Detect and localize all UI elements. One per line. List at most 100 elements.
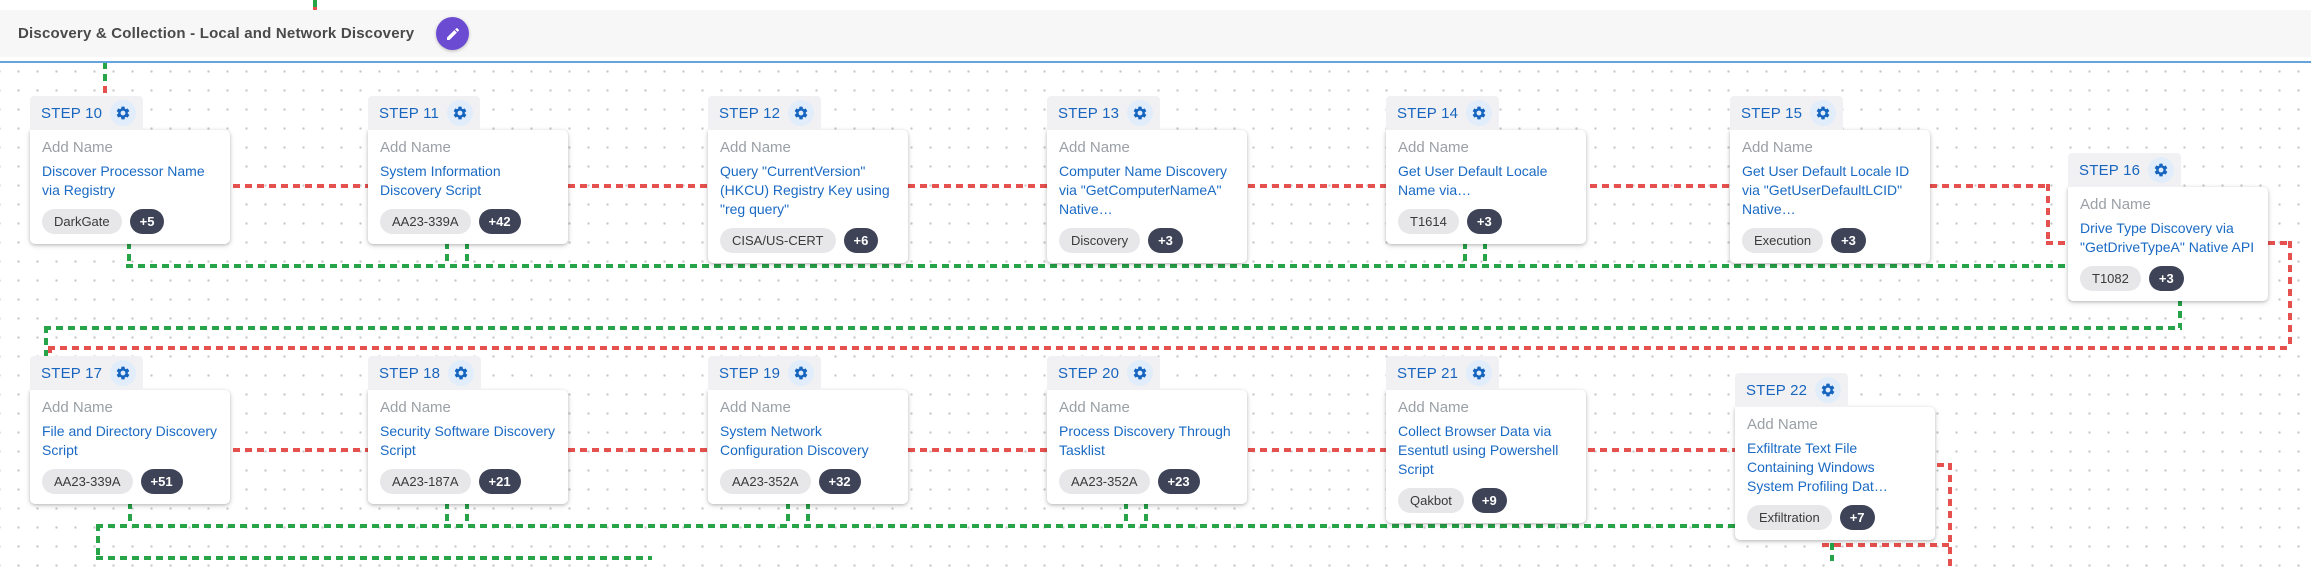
connector-green-segment [2178, 299, 2182, 328]
step-count-badge[interactable]: +9 [1471, 488, 1507, 513]
connector-red-segment [48, 346, 52, 360]
step-technique-link[interactable]: Get User Default Locale Name via… [1398, 163, 1548, 198]
step-tag-chip[interactable]: AA23-339A [380, 209, 471, 234]
step-card[interactable]: Add Name Discover Processor Name via Reg… [30, 130, 230, 244]
step-header: STEP 10 [30, 96, 144, 130]
step-settings-button[interactable] [1815, 377, 1842, 403]
step-tag-chip[interactable]: CISA/US-CERT [720, 228, 836, 253]
step-technique-link[interactable]: Computer Name Discovery via "GetComputer… [1059, 163, 1228, 217]
step-tag-chip[interactable]: Exfiltration [1747, 505, 1832, 530]
step-tag-chip[interactable]: T1082 [2080, 266, 2141, 291]
step-card[interactable]: Add Name File and Directory Discovery Sc… [30, 390, 230, 504]
step-count-badge[interactable]: +3 [1466, 209, 1502, 234]
step-count-badge[interactable]: +23 [1157, 469, 1200, 494]
connector-green-segment [1124, 502, 1128, 526]
step-tag-chip[interactable]: Discovery [1059, 228, 1141, 253]
step-settings-button[interactable] [788, 360, 815, 386]
step-card[interactable]: Add Name System Information Discovery Sc… [368, 130, 568, 244]
step-settings-button[interactable] [1466, 100, 1493, 126]
step-tag-chip[interactable]: Execution [1742, 228, 1824, 253]
step-settings-button[interactable] [2148, 157, 2175, 183]
step-technique-link[interactable]: Get User Default Locale ID via "GetUserD… [1742, 163, 1910, 217]
step-tag-chip[interactable]: T1614 [1398, 209, 1459, 234]
step-settings-button[interactable] [448, 360, 475, 386]
step-technique-link[interactable]: System Information Discovery Script [380, 163, 501, 198]
step-settings-button[interactable] [1127, 100, 1154, 126]
step-technique-link[interactable]: Drive Type Discovery via "GetDriveTypeA"… [2080, 220, 2255, 255]
step-name-input[interactable]: Add Name [1059, 399, 1130, 416]
gear-icon [454, 366, 468, 380]
step-header: STEP 16 [2068, 153, 2182, 187]
step-card[interactable]: Add Name Security Software Discovery Scr… [368, 390, 568, 504]
step-technique-link[interactable]: Security Software Discovery Script [380, 423, 556, 458]
step-settings-button[interactable] [110, 360, 137, 386]
step-count-badge[interactable]: +42 [478, 209, 521, 234]
step-count-badge[interactable]: +3 [2148, 266, 2184, 291]
step-tag-chip[interactable]: AA23-352A [720, 469, 811, 494]
step-tag-chip[interactable]: Qakbot [1398, 488, 1464, 513]
step-count-badge[interactable]: +5 [129, 209, 165, 234]
step-node-19: STEP 19 Add Name System Network Configur… [708, 356, 908, 504]
step-chips: DarkGate +5 [42, 209, 218, 234]
step-node-18: STEP 18 Add Name Security Software Disco… [368, 356, 568, 504]
step-settings-button[interactable] [1127, 360, 1154, 386]
step-label: STEP 17 [41, 364, 103, 382]
step-count-badge[interactable]: +21 [478, 469, 521, 494]
step-count-badge[interactable]: +3 [1148, 228, 1183, 253]
step-technique-link[interactable]: System Network Configuration Discovery [720, 423, 869, 458]
connector-green-segment [465, 502, 469, 526]
step-name-input[interactable]: Add Name [720, 399, 791, 416]
step-count-badge[interactable]: +3 [1831, 228, 1866, 253]
step-card[interactable]: Add Name Computer Name Discovery via "Ge… [1047, 130, 1247, 263]
step-name-input[interactable]: Add Name [1398, 139, 1469, 156]
step-card[interactable]: Add Name Collect Browser Data via Esentu… [1386, 390, 1586, 523]
step-card[interactable]: Add Name Get User Default Locale Name vi… [1386, 130, 1586, 244]
step-name-input[interactable]: Add Name [1742, 139, 1813, 156]
step-name-input[interactable]: Add Name [1059, 139, 1130, 156]
step-settings-button[interactable] [447, 100, 474, 126]
step-name-input[interactable]: Add Name [380, 399, 451, 416]
step-card[interactable]: Add Name Exfiltrate Text File Containing… [1735, 407, 1935, 540]
step-technique-link[interactable]: Discover Processor Name via Registry [42, 163, 205, 198]
step-count-badge[interactable]: +51 [140, 469, 183, 494]
step-card[interactable]: Add Name Query "CurrentVersion" (HKCU) R… [708, 130, 908, 263]
connector-green-segment [1144, 502, 1148, 526]
connector-green-segment [786, 502, 790, 526]
step-name-input[interactable]: Add Name [2080, 196, 2151, 213]
step-count-badge[interactable]: +6 [843, 228, 879, 253]
step-card[interactable]: Add Name System Network Configuration Di… [708, 390, 908, 504]
step-name-input[interactable]: Add Name [42, 139, 113, 156]
step-settings-button[interactable] [1466, 360, 1493, 386]
step-settings-button[interactable] [788, 100, 815, 126]
connector-red-segment [1937, 463, 1952, 467]
step-tag-chip[interactable]: AA23-339A [42, 469, 133, 494]
step-name-input[interactable]: Add Name [720, 139, 791, 156]
step-header: STEP 21 [1386, 356, 1500, 390]
step-name-input[interactable]: Add Name [1747, 416, 1818, 433]
step-settings-button[interactable] [110, 100, 137, 126]
step-name-input[interactable]: Add Name [1398, 399, 1469, 416]
step-count-badge[interactable]: +7 [1839, 505, 1875, 530]
step-card[interactable]: Add Name Drive Type Discovery via "GetDr… [2068, 187, 2268, 301]
step-technique-link[interactable]: Query "CurrentVersion" (HKCU) Registry K… [720, 163, 890, 217]
step-tag-chip[interactable]: AA23-187A [380, 469, 471, 494]
edit-flow-button[interactable] [436, 17, 470, 50]
step-name-input[interactable]: Add Name [380, 139, 451, 156]
step-technique-link[interactable]: Process Discovery Through Tasklist [1059, 423, 1231, 458]
step-name-input[interactable]: Add Name [42, 399, 113, 416]
step-count-badge[interactable]: +32 [818, 469, 861, 494]
step-tag-chip[interactable]: AA23-352A [1059, 469, 1150, 494]
step-technique-link[interactable]: Exfiltrate Text File Containing Windows … [1747, 440, 1888, 494]
step-technique-link[interactable]: File and Directory Discovery Script [42, 423, 218, 458]
step-card[interactable]: Add Name Process Discovery Through Taskl… [1047, 390, 1247, 504]
step-header: STEP 15 [1730, 96, 1844, 130]
step-label: STEP 16 [2079, 161, 2141, 179]
step-header: STEP 19 [708, 356, 822, 390]
step-tag-chip[interactable]: DarkGate [42, 209, 122, 234]
step-settings-button[interactable] [1810, 100, 1837, 126]
connector-green-segment [96, 524, 1832, 528]
step-card[interactable]: Add Name Get User Default Locale ID via … [1730, 130, 1930, 263]
step-technique-link[interactable]: Collect Browser Data via Esentutl using … [1398, 423, 1559, 477]
